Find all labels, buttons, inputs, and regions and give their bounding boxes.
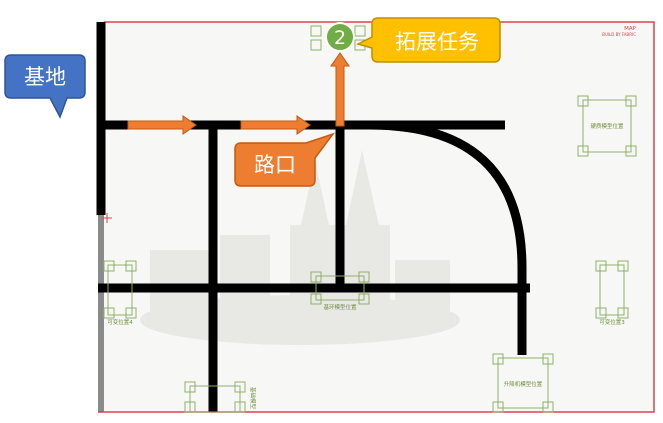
- callout-base-text: 基地: [24, 65, 66, 89]
- zone-markers: [103, 25, 637, 413]
- step-badge: 2: [325, 22, 355, 52]
- route-arrows: [127, 52, 350, 135]
- route-arrow-2: [240, 115, 311, 135]
- callout-intersection: 路口: [234, 132, 336, 187]
- zone-center: [310, 271, 370, 305]
- red-marker: [102, 213, 112, 223]
- zone-label-left: 可变位置4: [107, 318, 133, 326]
- step-badge-number: 2: [334, 27, 346, 49]
- callout-base: 基地: [4, 54, 86, 119]
- zone-right: [595, 260, 629, 319]
- zone-top-right: [577, 95, 637, 157]
- map-header-line-2: BUILD BY FABRIC: [602, 32, 636, 37]
- map-header-line-1: MAP: [624, 26, 637, 32]
- road-curve: [369, 120, 527, 355]
- zone-label-bottom: 基础模型: [249, 387, 257, 410]
- zone-label-top-right: 硬质模型位置: [590, 122, 624, 130]
- zone-lift: [492, 353, 554, 413]
- route-arrow-up: [330, 52, 350, 127]
- zone-label-center: 基环模型位置: [323, 303, 357, 311]
- zone-left: [103, 260, 137, 319]
- callout-extension-text: 拓展任务: [395, 30, 479, 54]
- callout-intersection-text: 路口: [254, 153, 296, 177]
- zone-bottom: [184, 381, 246, 413]
- zone-label-right: 可变位置3: [599, 318, 625, 326]
- left-edge-strip: [98, 215, 104, 412]
- route-arrow-1: [127, 115, 197, 135]
- callout-extension: 拓展任务: [355, 17, 501, 63]
- zone-label-lift: 升降机模型位置: [504, 380, 543, 388]
